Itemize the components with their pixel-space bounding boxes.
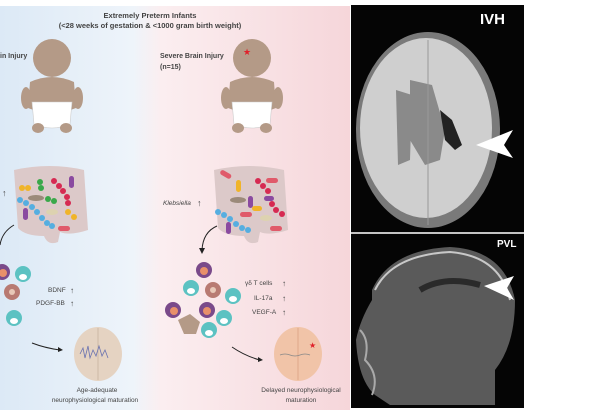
marker-gd-t-cells: γδ T cells	[245, 280, 273, 287]
marker-vegf-a: VEGF-A	[252, 309, 277, 316]
baby-healthy-icon	[21, 39, 83, 133]
marker-pdgf-bb: PDGF-BB	[36, 300, 65, 307]
left-arrow-gut-cells-icon	[0, 224, 15, 246]
arrowhead-icon	[58, 347, 63, 352]
left-gut-up-arrow-icon: ↑	[2, 188, 7, 198]
injury-star-icon: ★	[243, 47, 251, 57]
left-caption-line2: neurophysiological maturation	[52, 397, 139, 404]
brain-healthy-icon	[74, 327, 122, 381]
brain-injured-icon: ★	[274, 327, 322, 381]
marker-il17a: IL-17a	[254, 295, 273, 302]
title-line2: (<28 weeks of gestation & <1000 gram bir…	[59, 21, 242, 30]
injury-star-icon: ★	[309, 341, 316, 350]
right-arrow-cells-brain-icon	[231, 346, 261, 361]
right-caption-line1: Delayed neurophysiological	[261, 387, 341, 394]
left-group-label: in Injury	[0, 53, 27, 60]
mri-ivh-image: IVH	[351, 5, 524, 232]
left-arrow-cells-brain-icon	[31, 342, 61, 351]
klebsiella-up-arrow-icon: ↑	[197, 198, 202, 208]
gd-up-arrow-icon: ↑	[282, 279, 286, 288]
immune-cells-injured-icon	[165, 262, 241, 338]
title-line1: Extremely Preterm Infants	[104, 11, 197, 20]
gut-healthy-icon	[14, 166, 88, 244]
right-caption-line2: maturation	[286, 397, 317, 404]
pvl-arrowhead-icon	[484, 276, 514, 300]
right-arrow-gut-cells-icon	[201, 225, 218, 251]
klebsiella-label: Klebsiella	[163, 200, 191, 207]
il17a-up-arrow-icon: ↑	[282, 294, 286, 303]
ivh-arrowhead-icon	[476, 130, 513, 158]
bdnf-up-arrow-icon: ↑	[70, 286, 74, 295]
arrowhead-icon	[199, 248, 205, 254]
baby-injured-icon: ★	[221, 39, 283, 133]
vegf-up-arrow-icon: ↑	[282, 308, 286, 317]
right-group-label: Severe Brain Injury	[160, 53, 224, 60]
arrowhead-icon	[258, 357, 263, 362]
left-caption-line1: Age-adequate	[77, 387, 118, 394]
immune-cells-healthy-icon	[0, 264, 31, 326]
marker-bdnf: BDNF	[48, 287, 66, 294]
mri-pvl-image: PVL	[351, 234, 524, 408]
gut-injured-icon	[214, 166, 288, 244]
pvl-label: PVL	[497, 239, 516, 250]
right-group-n: (n=15)	[160, 64, 181, 71]
pdgf-up-arrow-icon: ↑	[70, 299, 74, 308]
ivh-label: IVH	[480, 11, 505, 28]
